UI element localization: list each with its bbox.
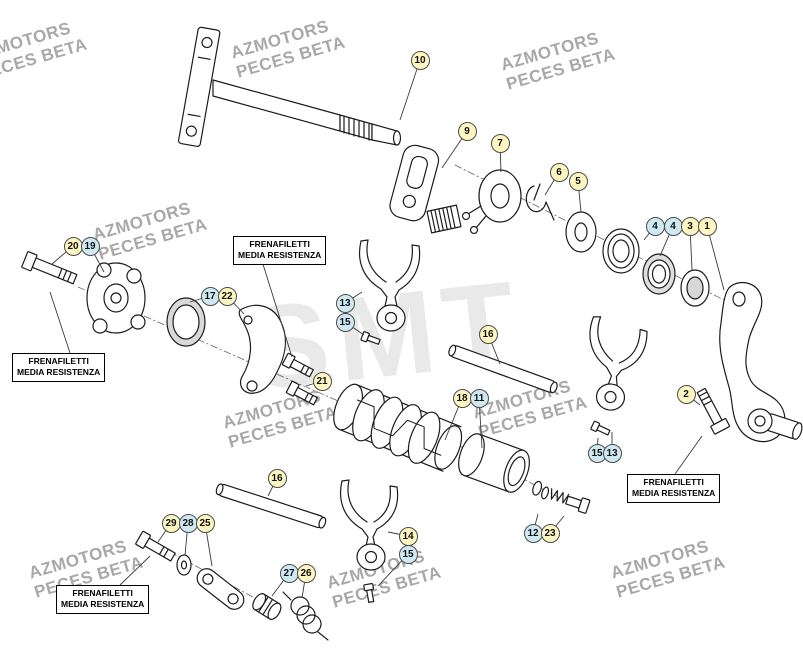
part-seal-17 [166,297,206,347]
part-washer-5 [565,211,597,253]
callout-28[interactable]: 28 [178,513,198,533]
part-shift-fork-upper [359,239,421,332]
callout-15[interactable]: 15 [335,312,355,332]
callout-7[interactable]: 7 [490,133,510,153]
callout-18[interactable]: 18 [452,388,472,408]
part-sleeve-11 [458,433,530,493]
callout-5[interactable]: 5 [568,171,588,191]
callout-12[interactable]: 12 [523,523,543,543]
callout-6[interactable]: 6 [549,162,569,182]
callout-16[interactable]: 16 [267,468,287,488]
leader-line [49,291,71,354]
part-bearing-outer [602,228,640,274]
part-fork-rod-upper [448,344,558,394]
part-shift-drum [333,383,463,472]
part-bolt-15-bottom [363,582,375,603]
part-washer-28 [176,554,192,576]
callout-19[interactable]: 19 [80,236,100,256]
part-lever-arm-25 [196,568,245,610]
part-fork-rod-lower [215,483,327,529]
leader-line [706,225,725,291]
part-gear-lever [719,282,803,443]
callout-4[interactable]: 4 [645,216,665,236]
part-ratchet-hub [461,169,522,235]
part-bearing-4 [642,253,676,295]
callout-2[interactable]: 2 [676,384,696,404]
callout-20[interactable]: 20 [63,236,83,256]
callout-13[interactable]: 13 [602,443,622,463]
part-bolt-20 [21,251,78,285]
callout-1[interactable]: 1 [697,216,717,236]
callout-4[interactable]: 4 [663,216,683,236]
callout-14[interactable]: 14 [398,526,418,546]
callout-23[interactable]: 23 [540,523,560,543]
part-shift-fork-bottom [340,479,399,571]
callout-27[interactable]: 27 [279,563,299,583]
part-cam-hub-19 [86,262,146,334]
part-roller-27 [252,593,282,620]
part-selector-plate [389,144,462,234]
callout-16[interactable]: 16 [478,324,498,344]
callout-21[interactable]: 21 [312,371,332,391]
part-bolt-15-upper [360,331,381,345]
part-detent-assembly [532,480,591,514]
callout-15[interactable]: 15 [398,544,418,564]
part-bolt-13-right [590,420,611,436]
part-bolt-2 [696,387,731,435]
leader-line [119,555,151,586]
callout-25[interactable]: 25 [195,513,215,533]
part-spring-26 [282,591,329,641]
callout-17[interactable]: 17 [200,286,220,306]
part-shift-shaft [177,26,402,147]
part-clip-spring [525,183,555,221]
callout-10[interactable]: 10 [410,50,430,70]
part-seal-3 [680,269,710,307]
leader-line [399,59,421,121]
part-shift-fork-right [589,316,648,411]
callout-13[interactable]: 13 [335,293,355,313]
leader-line [261,260,293,358]
callout-3[interactable]: 3 [680,216,700,236]
callout-26[interactable]: 26 [296,563,316,583]
part-bolt-29 [135,530,176,562]
callout-11[interactable]: 11 [469,388,489,408]
callout-9[interactable]: 9 [457,121,477,141]
callout-22[interactable]: 22 [217,286,237,306]
callout-29[interactable]: 29 [161,513,181,533]
leader-line [674,435,703,475]
